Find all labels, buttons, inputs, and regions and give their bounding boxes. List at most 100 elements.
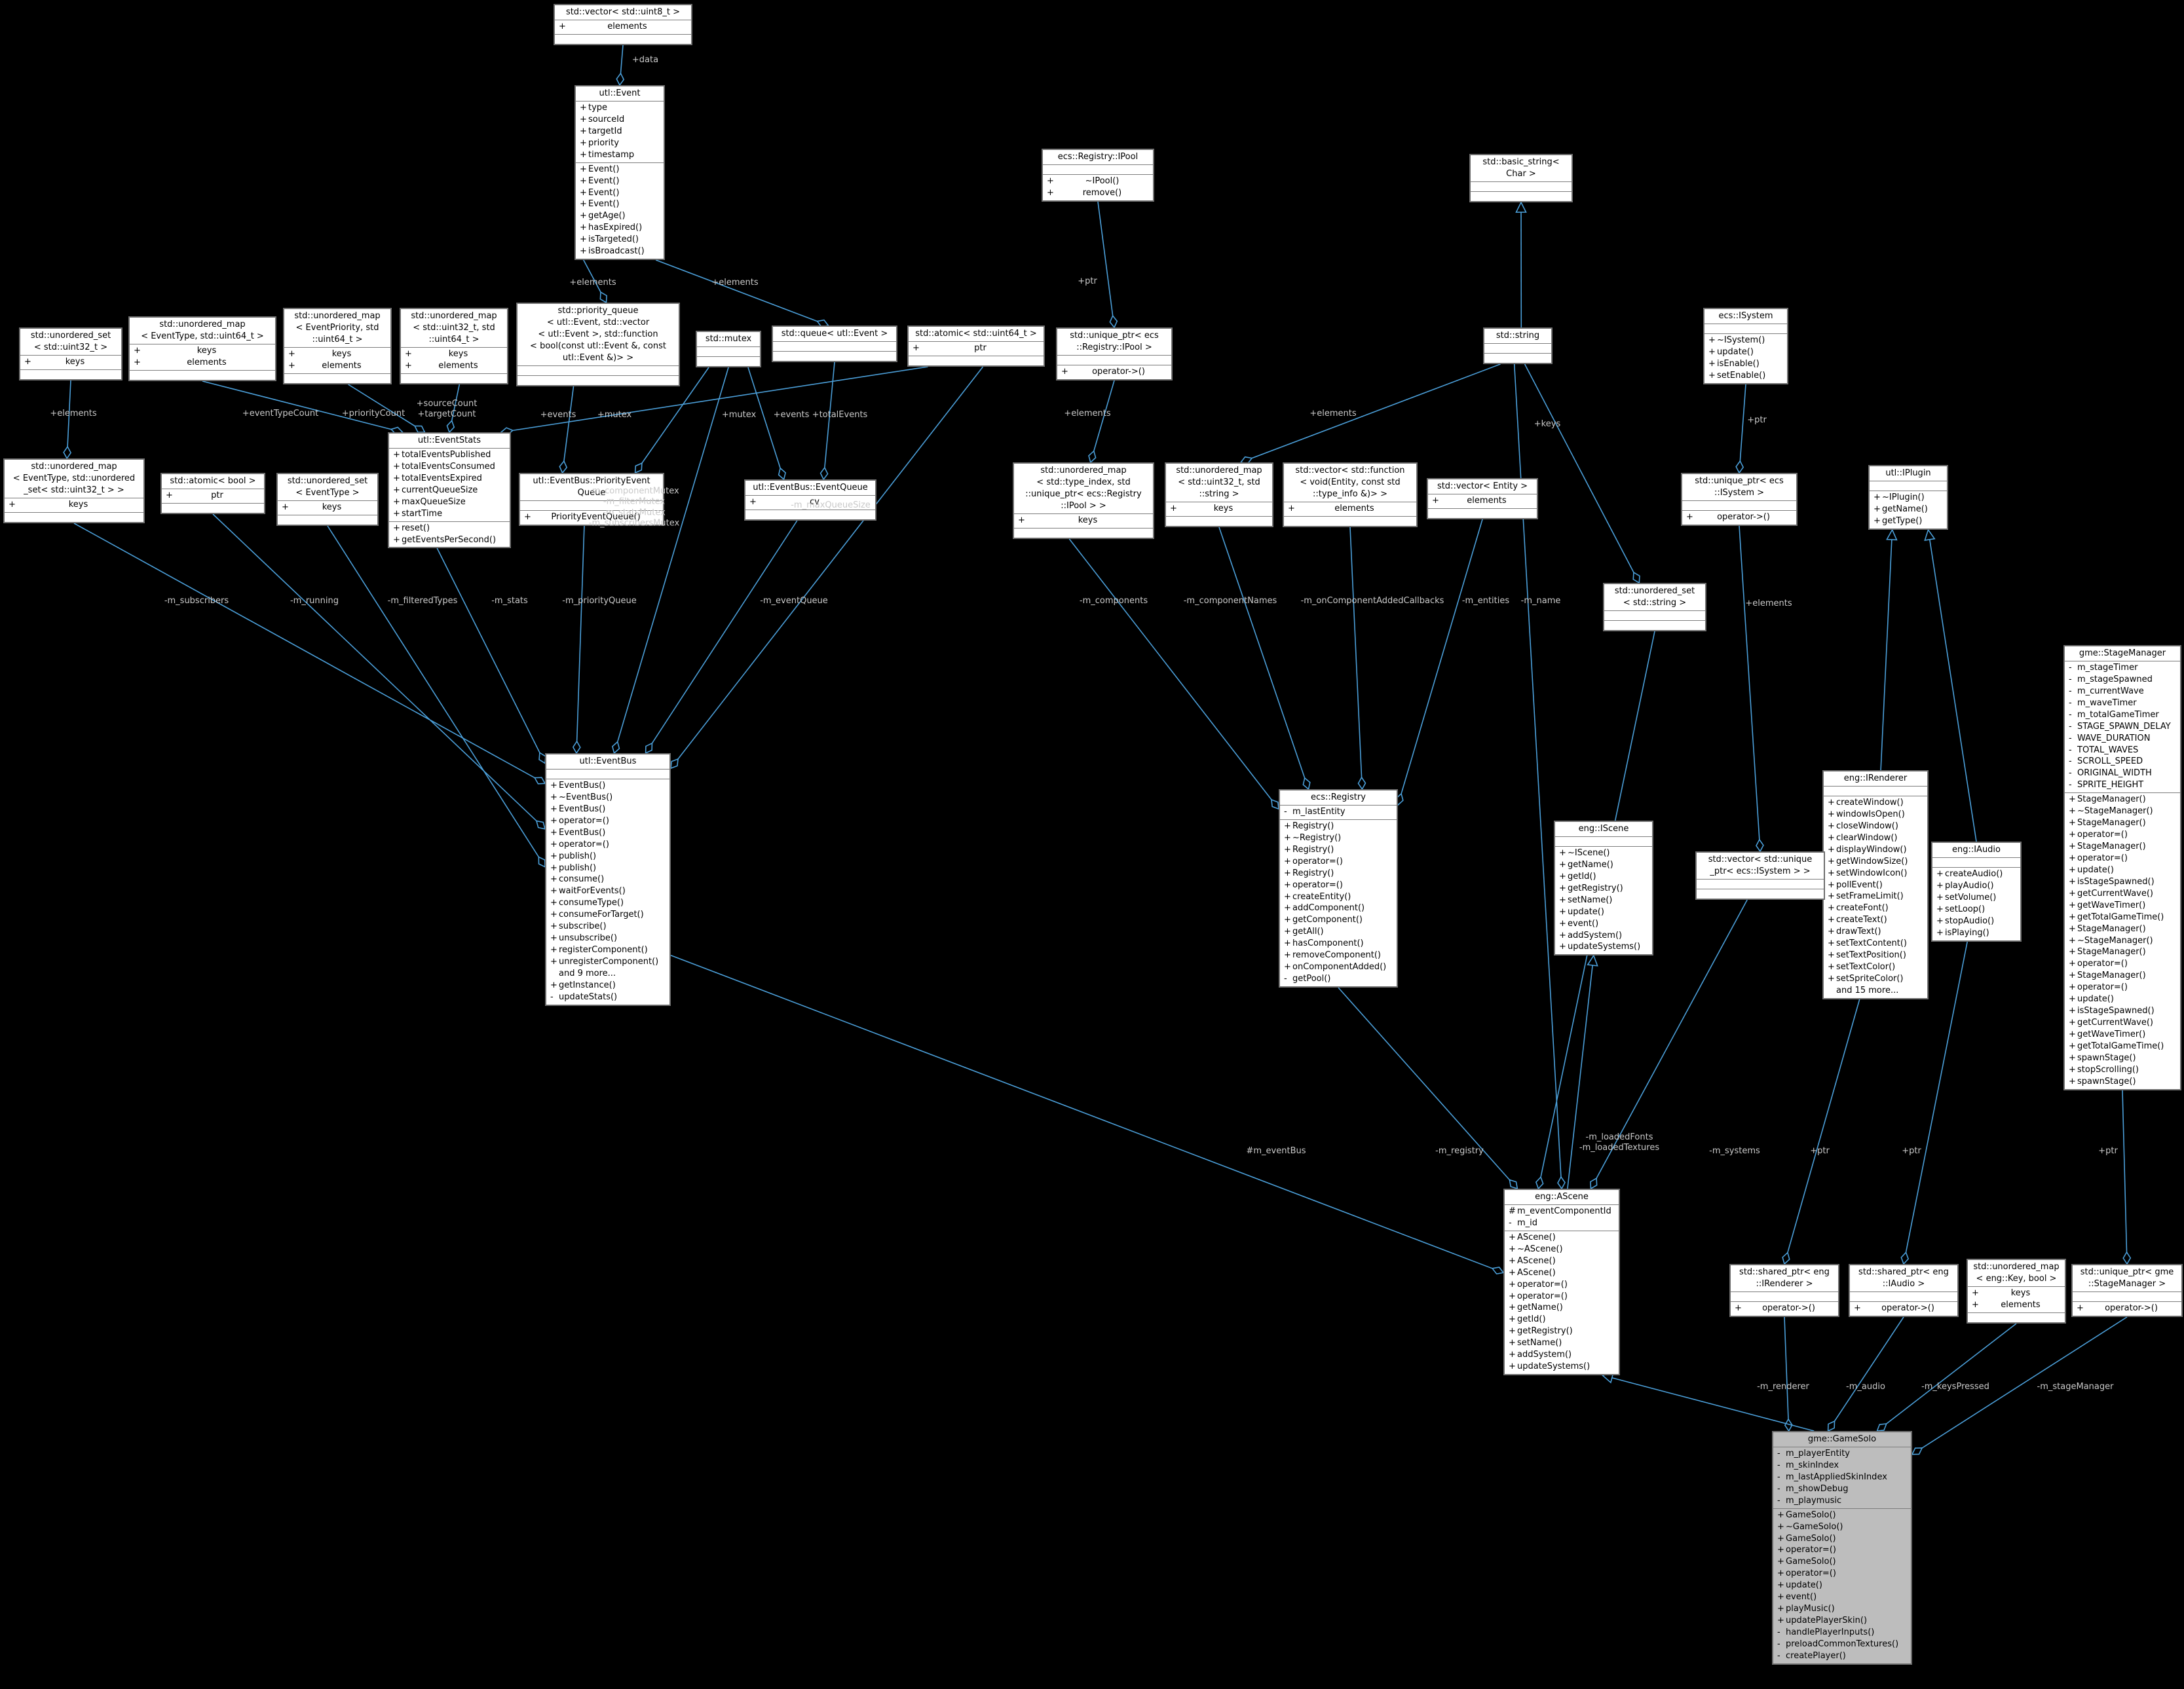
- member-row: -m_skinIndex: [1777, 1460, 1839, 1470]
- member-row: -m_showDebug: [1777, 1483, 1849, 1494]
- class-node-vec_func[interactable]: std::vector< std::function < void(Entity…: [1283, 462, 1418, 527]
- aggregation-edge: [1784, 999, 1860, 1265]
- member-row: +addComponent(): [1284, 903, 1365, 914]
- class-node-iaudio[interactable]: eng::IAudio+createAudio()+playAudio()+se…: [1931, 842, 2022, 942]
- member-row: +closeWindow(): [1828, 821, 1898, 831]
- class-title: utl::EventBus: [579, 756, 637, 766]
- class-node-stagemanager[interactable]: gme::StageManager-m_stageTimer-m_stageSp…: [2063, 645, 2181, 1090]
- member-row: +elements: [405, 360, 478, 371]
- methods-section: +GameSolo()+~GameSolo()+GameSolo()+opera…: [1773, 1508, 1911, 1663]
- member-row: +elements: [559, 21, 647, 31]
- class-node-ipool[interactable]: ecs::Registry::IPool+~IPool()+remove(): [1042, 149, 1154, 202]
- class-node-prio_queue[interactable]: std::priority_queue < utl::Event, std::v…: [516, 303, 680, 386]
- member-row: +createText(): [1828, 915, 1887, 925]
- class-node-eventbus[interactable]: utl::EventBus+EventBus()+~EventBus()+Eve…: [545, 753, 671, 1006]
- class-node-map_evt_u64[interactable]: std::unordered_map < EventType, std::uin…: [128, 316, 276, 381]
- aggregation-edge: [202, 380, 403, 433]
- class-node-uset_str[interactable]: std::unordered_set < std::string >: [1603, 583, 1706, 631]
- member-row: +spawnStage(): [2069, 1052, 2136, 1063]
- class-node-vec_uptr_isystem[interactable]: std::vector< std::unique _ptr< ecs::ISys…: [1695, 851, 1825, 900]
- member-row: +subscribe(): [550, 921, 607, 932]
- class-node-stdstring[interactable]: std::string: [1483, 327, 1553, 364]
- member-row: +~IScene(): [1559, 847, 1610, 858]
- aggregation-edge: [1097, 201, 1115, 328]
- edge-label: +elements: [1745, 598, 1792, 608]
- class-node-map_evt_set[interactable]: std::unordered_map < EventType, std::uno…: [3, 458, 145, 523]
- class-node-uptr_isystem[interactable]: std::unique_ptr< ecs ::ISystem >+operato…: [1681, 473, 1798, 526]
- attributes-section: +elements: [1428, 493, 1537, 508]
- member-row: +hasExpired(): [580, 223, 643, 233]
- methods-section: +Registry()+~Registry()+Registry()+opera…: [1280, 819, 1397, 986]
- member-row: -createPlayer(): [1777, 1650, 1846, 1661]
- class-node-queue_event[interactable]: std::queue< utl::Event >: [772, 325, 897, 362]
- aggregation-edge: [1349, 527, 1363, 790]
- aggregation-edge: [747, 367, 785, 480]
- methods-section: [284, 373, 390, 383]
- class-node-sptr_irenderer[interactable]: std::shared_ptr< eng ::IRenderer >+opera…: [1729, 1264, 1839, 1317]
- edge-label: +events: [773, 409, 810, 420]
- member-row: +~GameSolo(): [1777, 1521, 1843, 1532]
- member-row: +isTargeted(): [580, 234, 639, 245]
- member-row: +getRegistry(): [1509, 1326, 1573, 1337]
- class-node-ascene[interactable]: eng::AScene#m_eventComponentId-m_id+ASce…: [1503, 1189, 1620, 1376]
- member-row: -SCROLL_SPEED: [2069, 756, 2143, 767]
- class-node-basic_string[interactable]: std::basic_string< Char >: [1469, 154, 1573, 202]
- class-node-gamesolo[interactable]: gme::GameSolo-m_playerEntity-m_skinIndex…: [1772, 1431, 1912, 1665]
- edge-label: -m_onComponentAddedCallbacks: [1300, 595, 1444, 606]
- class-title: std::basic_string< Char >: [1482, 157, 1560, 179]
- attributes-section: [1057, 354, 1171, 365]
- aggregation-edge: [576, 525, 585, 754]
- generalization-edge: [1602, 1375, 1815, 1432]
- class-node-map_u32_u64[interactable]: std::unordered_map < std::uint32_t, std …: [400, 308, 508, 384]
- attributes-section: [518, 365, 679, 375]
- member-row: +Event(): [580, 164, 620, 174]
- class-node-map_key_bool[interactable]: std::unordered_map < eng::Key, bool >+ke…: [1967, 1259, 2066, 1324]
- member-row: +keys: [282, 502, 342, 512]
- member-row: +setLoop(): [1936, 904, 1986, 914]
- member-row: +createFont(): [1828, 903, 1889, 914]
- edge-label: +ptr: [1810, 1145, 1830, 1156]
- edge-label: -m_name: [1520, 595, 1561, 606]
- class-title: ecs::Registry::IPool: [1057, 152, 1139, 162]
- class-node-uptr_ipool[interactable]: std::unique_ptr< ecs ::Registry::IPool >…: [1056, 327, 1173, 380]
- class-node-mutex[interactable]: std::mutex: [696, 331, 761, 367]
- methods-section: [1014, 527, 1153, 538]
- class-node-event[interactable]: utl::Event+type+sourceId+targetId+priori…: [574, 85, 665, 261]
- class-node-vec_uint8[interactable]: std::vector< std::uint8_t >+elements: [554, 4, 692, 45]
- member-row: +startTime: [393, 508, 443, 519]
- member-row: #m_eventComponentId: [1509, 1206, 1611, 1216]
- member-row: +Registry(): [1284, 821, 1334, 831]
- aggregation-edge: [1739, 384, 1746, 473]
- class-node-map_prio_u64[interactable]: std::unordered_map < EventPriority, std …: [283, 308, 392, 384]
- class-node-vec_entity[interactable]: std::vector< Entity >+elements: [1427, 478, 1538, 519]
- class-node-prioq_box[interactable]: utl::EventBus::PriorityEvent Queue+Prior…: [519, 473, 664, 526]
- aggregation-edge: [73, 523, 546, 785]
- class-node-isystem[interactable]: ecs::ISystem+~ISystem()+update()+isEnabl…: [1703, 308, 1788, 384]
- member-row: +priority: [580, 138, 619, 148]
- class-node-atomic_u64[interactable]: std::atomic< std::uint64_t >+ptr: [907, 325, 1045, 367]
- member-row: +waitForEvents(): [550, 886, 626, 897]
- class-node-iplugin[interactable]: utl::IPlugin+~IPlugin()+getName()+getTyp…: [1868, 465, 1948, 530]
- class-node-map_u32_str[interactable]: std::unordered_map < std::uint32_t, std …: [1165, 462, 1273, 527]
- class-node-eventstats[interactable]: utl::EventStats+totalEventsPublished+tot…: [388, 432, 511, 549]
- class-node-set_u32[interactable]: std::unordered_set < std::uint32_t >+key…: [19, 327, 122, 380]
- edge-label: +ptr: [1902, 1145, 1921, 1156]
- edge-label: +totalEvents: [812, 409, 868, 420]
- class-node-map_type_uptr[interactable]: std::unordered_map < std::type_index, st…: [1013, 462, 1154, 539]
- aggregation-edge: [1784, 1316, 1790, 1432]
- class-node-irenderer[interactable]: eng::IRenderer+createWindow()+windowIsOp…: [1822, 770, 1929, 999]
- member-row: +update(): [1708, 346, 1754, 357]
- class-node-atomic_bool[interactable]: std::atomic< bool >+ptr: [160, 473, 265, 514]
- member-row: +~IPool(): [1047, 176, 1120, 186]
- class-node-sptr_iaudio[interactable]: std::shared_ptr< eng ::IAudio >+operator…: [1849, 1264, 1959, 1317]
- class-node-iscene[interactable]: eng::IScene+~IScene()+getName()+getId()+…: [1554, 821, 1653, 956]
- attributes-section: [2073, 1291, 2181, 1301]
- member-row: +ptr: [913, 343, 987, 353]
- member-row: +getWaveTimer(): [2069, 900, 2146, 910]
- class-node-uptr_stagemgr[interactable]: std::unique_ptr< gme ::StageManager >+op…: [2071, 1264, 2183, 1317]
- member-row: +getType(): [1873, 515, 1923, 526]
- class-node-uset_evtype[interactable]: std::unordered_set < EventType >+keys: [276, 473, 379, 526]
- class-node-registry[interactable]: ecs::Registry-m_lastEntity+Registry()+~R…: [1279, 789, 1398, 988]
- class-node-eventq_box[interactable]: utl::EventBus::EventQueue+cv: [744, 479, 876, 521]
- member-row: +unsubscribe(): [550, 933, 618, 944]
